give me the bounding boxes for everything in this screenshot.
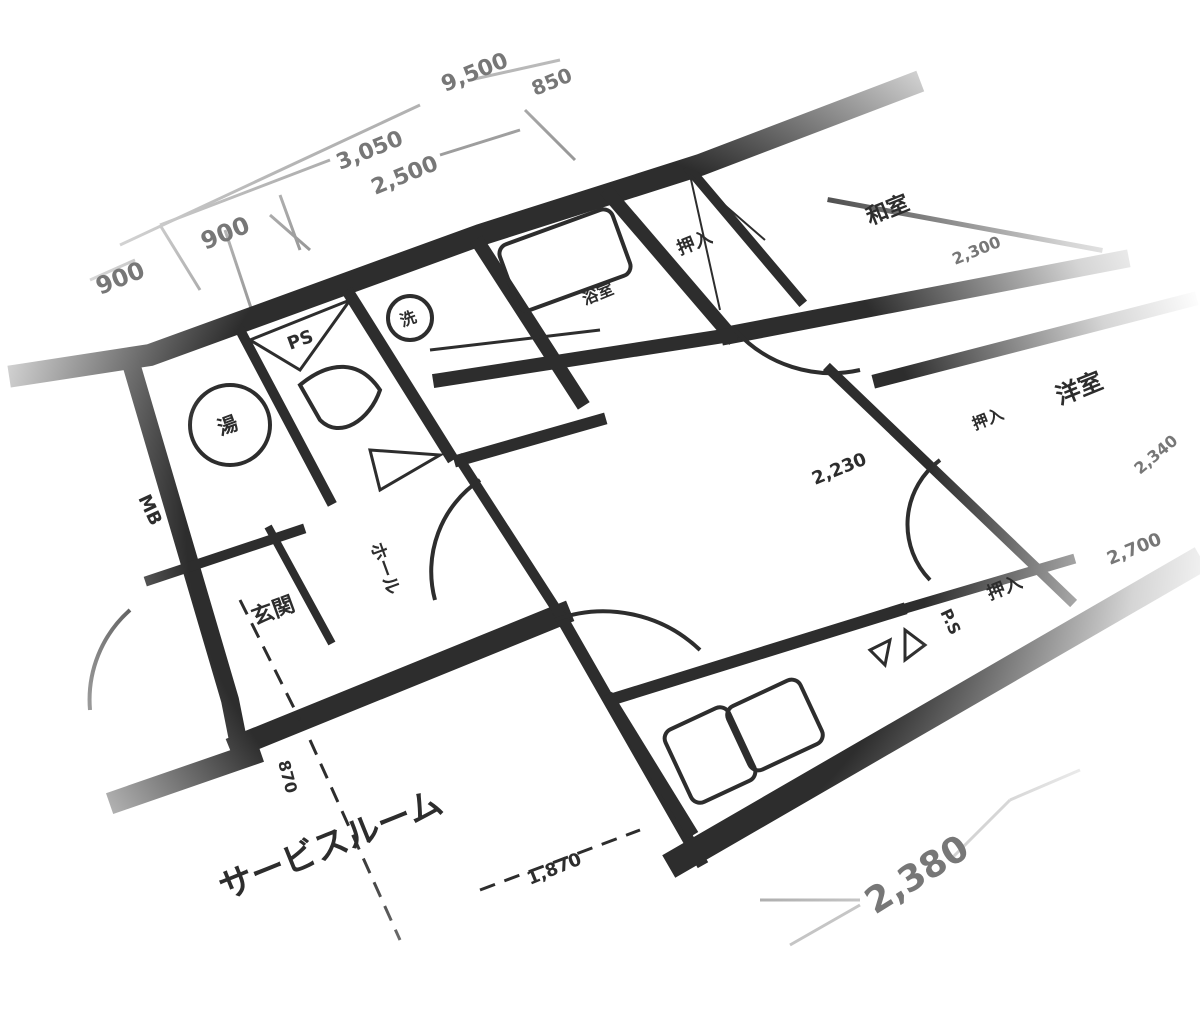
dim-top-left-b: 900	[197, 211, 254, 256]
room-labels: PS 浴室 押入 和室 洋室 押入 ホール 玄関 MB P.S 押入 サービスル…	[133, 190, 1106, 908]
dim-japanese-room: 2,300	[949, 232, 1003, 269]
room-pipe-space-top: PS	[285, 326, 317, 355]
room-bathroom: 浴室	[579, 279, 616, 309]
dim-bottom: 2,380	[858, 828, 976, 923]
dim-living: 2,230	[809, 449, 870, 490]
door-swing	[429, 478, 482, 601]
room-meter-box: MB	[133, 491, 165, 529]
washer-label: 洗	[397, 307, 419, 330]
fixtures	[87, 174, 942, 941]
sink-left	[662, 705, 758, 805]
toilet	[297, 364, 383, 431]
sink-right	[725, 677, 825, 773]
door-swing	[554, 609, 702, 652]
stove-burners	[867, 627, 928, 669]
water-heater-label: 湯	[214, 411, 241, 440]
dim-top-left-a: 900	[92, 256, 149, 301]
dimension-lines	[89, 58, 1081, 947]
dim-right-side: 2,700	[1104, 529, 1165, 570]
room-hall: ホール	[365, 540, 403, 598]
room-closet-right: 押入	[984, 571, 1026, 605]
room-western: 洋室	[1052, 367, 1107, 411]
dim-service-room-width: 1,870	[524, 849, 585, 890]
dim-western-room: 2,340	[1130, 431, 1181, 478]
dim-service-room-depth: 870	[274, 758, 301, 795]
door-swing	[905, 458, 942, 582]
room-pipe-space-right: P.S	[936, 606, 964, 638]
room-closet-top: 押入	[674, 226, 716, 260]
room-service-room: サービスルーム	[213, 782, 448, 908]
room-japanese: 和室	[863, 190, 914, 231]
room-entrance: 玄関	[248, 591, 298, 630]
dim-top-right: 850	[528, 63, 576, 101]
walls	[7, 70, 1200, 878]
door-swing	[733, 328, 861, 376]
room-closet-mid: 押入	[969, 404, 1006, 434]
door-swing	[87, 608, 132, 711]
dimension-labels: 9,500 850 3,050 2,500 900 900 2,230 2,30…	[92, 48, 1182, 922]
dim-total-top: 9,500	[438, 48, 512, 97]
